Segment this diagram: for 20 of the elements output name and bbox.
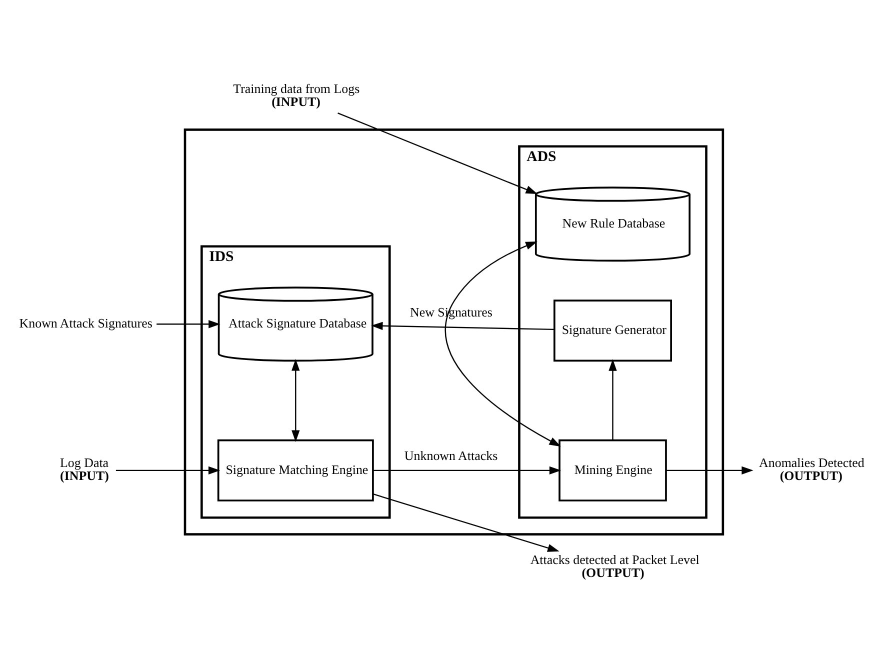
arrow <box>156 320 220 328</box>
arrow <box>608 358 617 440</box>
node-box: Signature Generator <box>554 299 672 362</box>
node-text: Training data from Logs (INPUT) <box>233 80 360 108</box>
node-box: Signature Matching Engine <box>217 438 374 501</box>
arrow <box>292 358 300 442</box>
node-text: Log Data (INPUT) <box>60 454 109 482</box>
cluster <box>184 128 724 535</box>
arrow <box>373 466 562 474</box>
arrow <box>371 321 554 330</box>
arrow <box>338 112 538 194</box>
node-text: Known Attack Signatures <box>19 315 152 330</box>
edge-label: Unknown Attacks <box>404 447 498 462</box>
arrow <box>116 466 220 474</box>
arrow <box>444 240 561 446</box>
node-box: Mining Engine <box>558 438 667 501</box>
arrow <box>666 466 754 474</box>
node-text: Anomalies Detected (OUTPUT) <box>759 454 864 482</box>
node-text: Attacks detected at Packet Level (OUTPUT) <box>530 552 700 580</box>
arrow <box>373 493 560 552</box>
